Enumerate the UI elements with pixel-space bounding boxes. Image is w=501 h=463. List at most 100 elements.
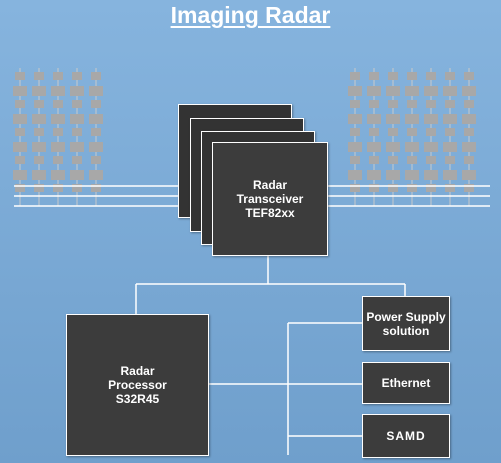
left-antenna-patch [34,128,44,136]
left-antenna-patch [51,142,65,152]
left-antenna-patch [53,128,63,136]
left-antenna-patch [89,86,103,96]
transceiver-label-2: Transceiver [236,192,304,206]
right-antenna-patch [369,72,379,80]
left-antenna-patch [13,86,27,96]
right-antenna-patch [443,114,457,124]
right-antenna-patch [443,86,457,96]
right-antenna-patch [388,156,398,164]
right-antenna-patch [443,142,457,152]
right-antenna-patch [348,142,362,152]
left-antenna-patch [34,100,44,108]
left-antenna-patch [91,156,101,164]
transceiver-label-3: TEF82xx [245,206,295,220]
right-antenna-patch [386,170,400,180]
left-antenna-patch [53,100,63,108]
antenna-array-right [348,68,476,206]
right-antenna-patch [464,100,474,108]
right-antenna-patch [464,184,474,192]
left-antenna-patch [13,142,27,152]
right-antenna-patch [424,170,438,180]
right-antenna-patch [445,184,455,192]
right-antenna-patch [367,142,381,152]
left-antenna-patch [15,72,25,80]
processor-label-2: Processor [108,378,167,392]
left-antenna-patch [15,100,25,108]
right-antenna-patch [424,86,438,96]
left-antenna-patch [72,128,82,136]
left-antenna-patch [51,86,65,96]
left-antenna-patch [91,128,101,136]
transceiver-label-1: Radar [252,178,287,192]
left-antenna-patch [72,72,82,80]
left-antenna-patch [53,156,63,164]
right-antenna-patch [407,156,417,164]
right-antenna-patch [464,72,474,80]
processor-label-1: Radar [120,364,155,378]
left-antenna-patch [32,170,46,180]
radar-processor-block: Radar Processor S32R45 [66,314,209,456]
right-antenna-patch [445,156,455,164]
left-antenna-patch [89,114,103,124]
right-antenna-patch [426,128,436,136]
left-antenna-patch [15,156,25,164]
right-antenna-patch [405,170,419,180]
left-antenna-patch [72,184,82,192]
right-antenna-patch [426,100,436,108]
right-antenna-patch [405,114,419,124]
right-antenna-patch [464,128,474,136]
left-antenna-patch [15,184,25,192]
right-antenna-patch [388,184,398,192]
right-antenna-patch [462,142,476,152]
left-antenna-patch [70,142,84,152]
right-antenna-patch [407,184,417,192]
right-antenna-patch [445,72,455,80]
left-antenna-patch [32,142,46,152]
power-supply-label-2: solution [382,323,430,338]
right-antenna-patch [350,100,360,108]
right-antenna-patch [424,114,438,124]
right-antenna-patch [407,100,417,108]
right-antenna-patch [348,114,362,124]
right-antenna-patch [445,128,455,136]
left-antenna-patch [70,114,84,124]
left-antenna-patch [91,184,101,192]
right-antenna-patch [462,114,476,124]
right-antenna-patch [388,128,398,136]
right-antenna-patch [350,128,360,136]
left-antenna-patch [13,170,27,180]
right-antenna-patch [464,156,474,164]
right-antenna-patch [369,128,379,136]
left-antenna-patch [34,72,44,80]
right-antenna-patch [369,100,379,108]
left-antenna-patch [32,114,46,124]
right-antenna-patch [443,170,457,180]
right-antenna-patch [407,72,417,80]
right-antenna-patch [350,184,360,192]
right-antenna-patch [350,72,360,80]
bottom-block-label: SAMD [386,429,426,443]
left-antenna-patch [72,100,82,108]
right-antenna-patch [369,156,379,164]
radar-transceiver-block: Radar Transceiver TEF82xx [212,142,328,256]
right-antenna-patch [386,86,400,96]
left-antenna-patch [72,156,82,164]
antenna-array-left [13,68,103,206]
power-supply-block: Power Supply solution [362,296,450,351]
power-supply-label-1: Power Supply [366,309,446,324]
right-antenna-patch [407,128,417,136]
right-antenna-patch [367,114,381,124]
right-antenna-patch [426,72,436,80]
right-antenna-patch [405,86,419,96]
ethernet-block: Ethernet [362,362,450,404]
right-antenna-patch [388,72,398,80]
right-antenna-patch [405,142,419,152]
right-antenna-patch [348,170,362,180]
right-antenna-patch [445,100,455,108]
left-antenna-patch [91,72,101,80]
right-antenna-patch [462,170,476,180]
right-antenna-patch [369,184,379,192]
right-antenna-patch [367,170,381,180]
